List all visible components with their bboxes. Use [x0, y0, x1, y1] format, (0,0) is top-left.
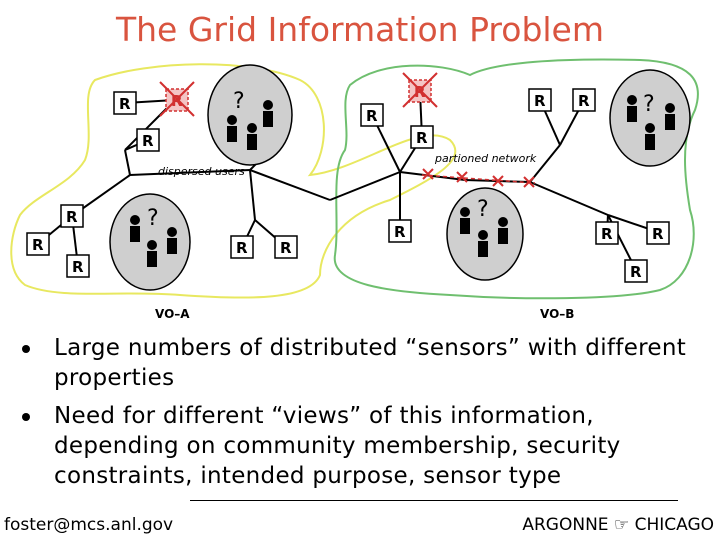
- failed-resource-node: R: [159, 81, 195, 117]
- svg-text:?: ?: [147, 206, 159, 231]
- bullet-text: Large numbers of distributed “sensors” w…: [54, 335, 687, 391]
- partitioned-network-label: partioned network: [434, 152, 537, 165]
- svg-text:R: R: [652, 225, 664, 243]
- resource-node: R: [624, 259, 648, 283]
- resource-node: R: [410, 125, 434, 149]
- resource-node: R: [274, 235, 298, 259]
- svg-text:R: R: [32, 236, 44, 254]
- footer-institution: ARGONNE ☞ CHICAGO: [522, 515, 714, 535]
- resource-node: R: [26, 232, 50, 256]
- user-group-cloud: ?: [446, 187, 524, 281]
- svg-text:?: ?: [643, 92, 655, 117]
- svg-text:R: R: [66, 208, 78, 226]
- svg-text:R: R: [366, 107, 378, 125]
- resource-node: R: [66, 254, 90, 278]
- svg-text:R: R: [534, 92, 546, 110]
- resource-node: R: [528, 88, 552, 112]
- user-group-cloud: ?: [207, 64, 293, 166]
- resource-node: R: [60, 204, 84, 228]
- failed-resource-node: R: [402, 72, 438, 108]
- bullet-dot: [22, 413, 30, 421]
- footer-divider: [190, 500, 678, 501]
- slide-title: The Grid Information Problem: [115, 10, 605, 49]
- vo-a-boundary: [10, 63, 457, 299]
- svg-text:R: R: [119, 95, 131, 113]
- resource-node: R: [646, 221, 670, 245]
- resource-node: R: [388, 219, 412, 243]
- svg-text:R: R: [280, 239, 292, 257]
- user-group-cloud: ?: [109, 193, 191, 291]
- svg-text:R: R: [72, 258, 84, 276]
- svg-text:R: R: [578, 92, 590, 110]
- svg-text:R: R: [394, 223, 406, 241]
- svg-text:R: R: [236, 239, 248, 257]
- dispersed-users-label: dispersed users: [158, 165, 245, 178]
- user-group-cloud: ?: [609, 69, 691, 167]
- resource-node: R: [230, 235, 254, 259]
- bullet-list: Large numbers of distributed “sensors” w…: [22, 333, 702, 499]
- svg-text:R: R: [142, 132, 154, 150]
- bullet-item: Large numbers of distributed “sensors” w…: [22, 333, 702, 393]
- vo-b-boundary: [333, 58, 699, 300]
- bullet-dot: [22, 345, 30, 353]
- svg-text:R: R: [630, 263, 642, 281]
- svg-text:?: ?: [233, 89, 245, 114]
- bullet-item: Need for different “views” of this infor…: [22, 401, 702, 491]
- svg-text:R: R: [416, 129, 428, 147]
- resource-node: R: [572, 88, 596, 112]
- vo-a-label: VO–A: [155, 307, 190, 321]
- resource-node: R: [360, 103, 384, 127]
- svg-text:R: R: [601, 225, 613, 243]
- grid-diagram: ? ? ? ? R R R R R R R R R R R R R R R: [10, 58, 699, 321]
- resource-node: R: [136, 128, 160, 152]
- resource-node: R: [595, 221, 619, 245]
- vo-b-label: VO–B: [540, 307, 574, 321]
- footer-email: foster@mcs.anl.gov: [4, 515, 174, 535]
- bullet-text: Need for different “views” of this infor…: [54, 403, 621, 489]
- resource-node: R: [113, 91, 137, 115]
- svg-text:?: ?: [477, 197, 489, 222]
